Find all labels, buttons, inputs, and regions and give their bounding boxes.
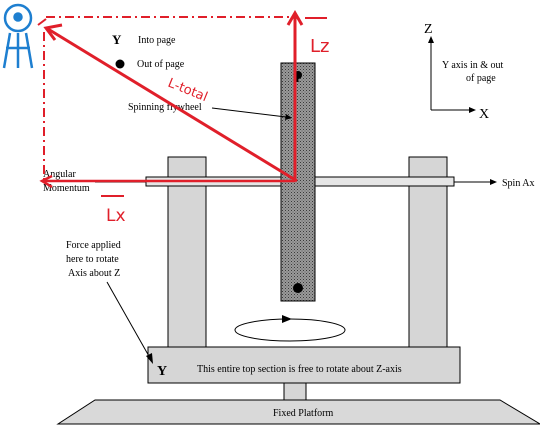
angular-label-line2: Momentum — [43, 183, 90, 194]
l-x-label: Lx — [106, 206, 126, 226]
fixed-platform-label: Fixed Platform — [273, 408, 333, 419]
l-z-arrowhead — [286, 10, 304, 26]
base-y-label: Y — [157, 364, 167, 379]
out-of-page-label: Out of page — [137, 59, 185, 70]
dashed-mark-1 — [37, 18, 47, 26]
flywheel-leader-arrowhead — [285, 114, 292, 120]
force-label-line3: Axis about Z — [68, 268, 120, 279]
fixed-platform — [56, 399, 540, 425]
l-total-arrowhead — [43, 23, 63, 41]
force-label-line1: Force applied — [66, 240, 121, 251]
force-leader-arrowhead — [146, 353, 153, 364]
flywheel-y-label: Y — [293, 71, 302, 85]
flywheel-dot-bottom — [293, 283, 303, 293]
top-y-label: Y — [112, 32, 122, 47]
legend-x-arrowhead — [469, 107, 476, 113]
rotating-base-plate — [147, 346, 461, 384]
top-section-note: This entire top section is free to rotat… — [197, 364, 402, 375]
flywheel-leader-line — [211, 107, 287, 118]
l-total-label: L-total — [166, 76, 210, 105]
force-label-line2: here to rotate — [66, 254, 119, 265]
force-leader-line — [106, 281, 151, 359]
spin-axis-label: Spin Ax — [502, 178, 535, 189]
support-neck — [283, 382, 307, 401]
out-of-page-dot — [115, 59, 125, 69]
legend-z-arrowhead — [428, 36, 434, 43]
rotation-arrowhead — [282, 315, 292, 323]
rotation-ellipse — [234, 318, 346, 342]
legend-note-line2: of page — [466, 73, 496, 84]
right-pillar — [408, 156, 448, 348]
l-x-arrowhead — [39, 174, 53, 189]
spinning-flywheel-label: Spinning flywheel — [128, 102, 202, 113]
l-total-vector — [47, 27, 298, 183]
l-z-label: Lz — [310, 36, 329, 57]
legend-note-line1: Y axis in & out — [442, 60, 504, 71]
legend-x-label: X — [479, 107, 489, 122]
spin-axis-arrowhead — [490, 179, 497, 185]
left-pillar — [167, 156, 207, 348]
into-page-label: Into page — [138, 35, 176, 46]
angular-label-line1: Angular — [43, 169, 76, 180]
observer-figure-icon — [2, 3, 34, 69]
legend-z-label: Z — [424, 22, 433, 37]
